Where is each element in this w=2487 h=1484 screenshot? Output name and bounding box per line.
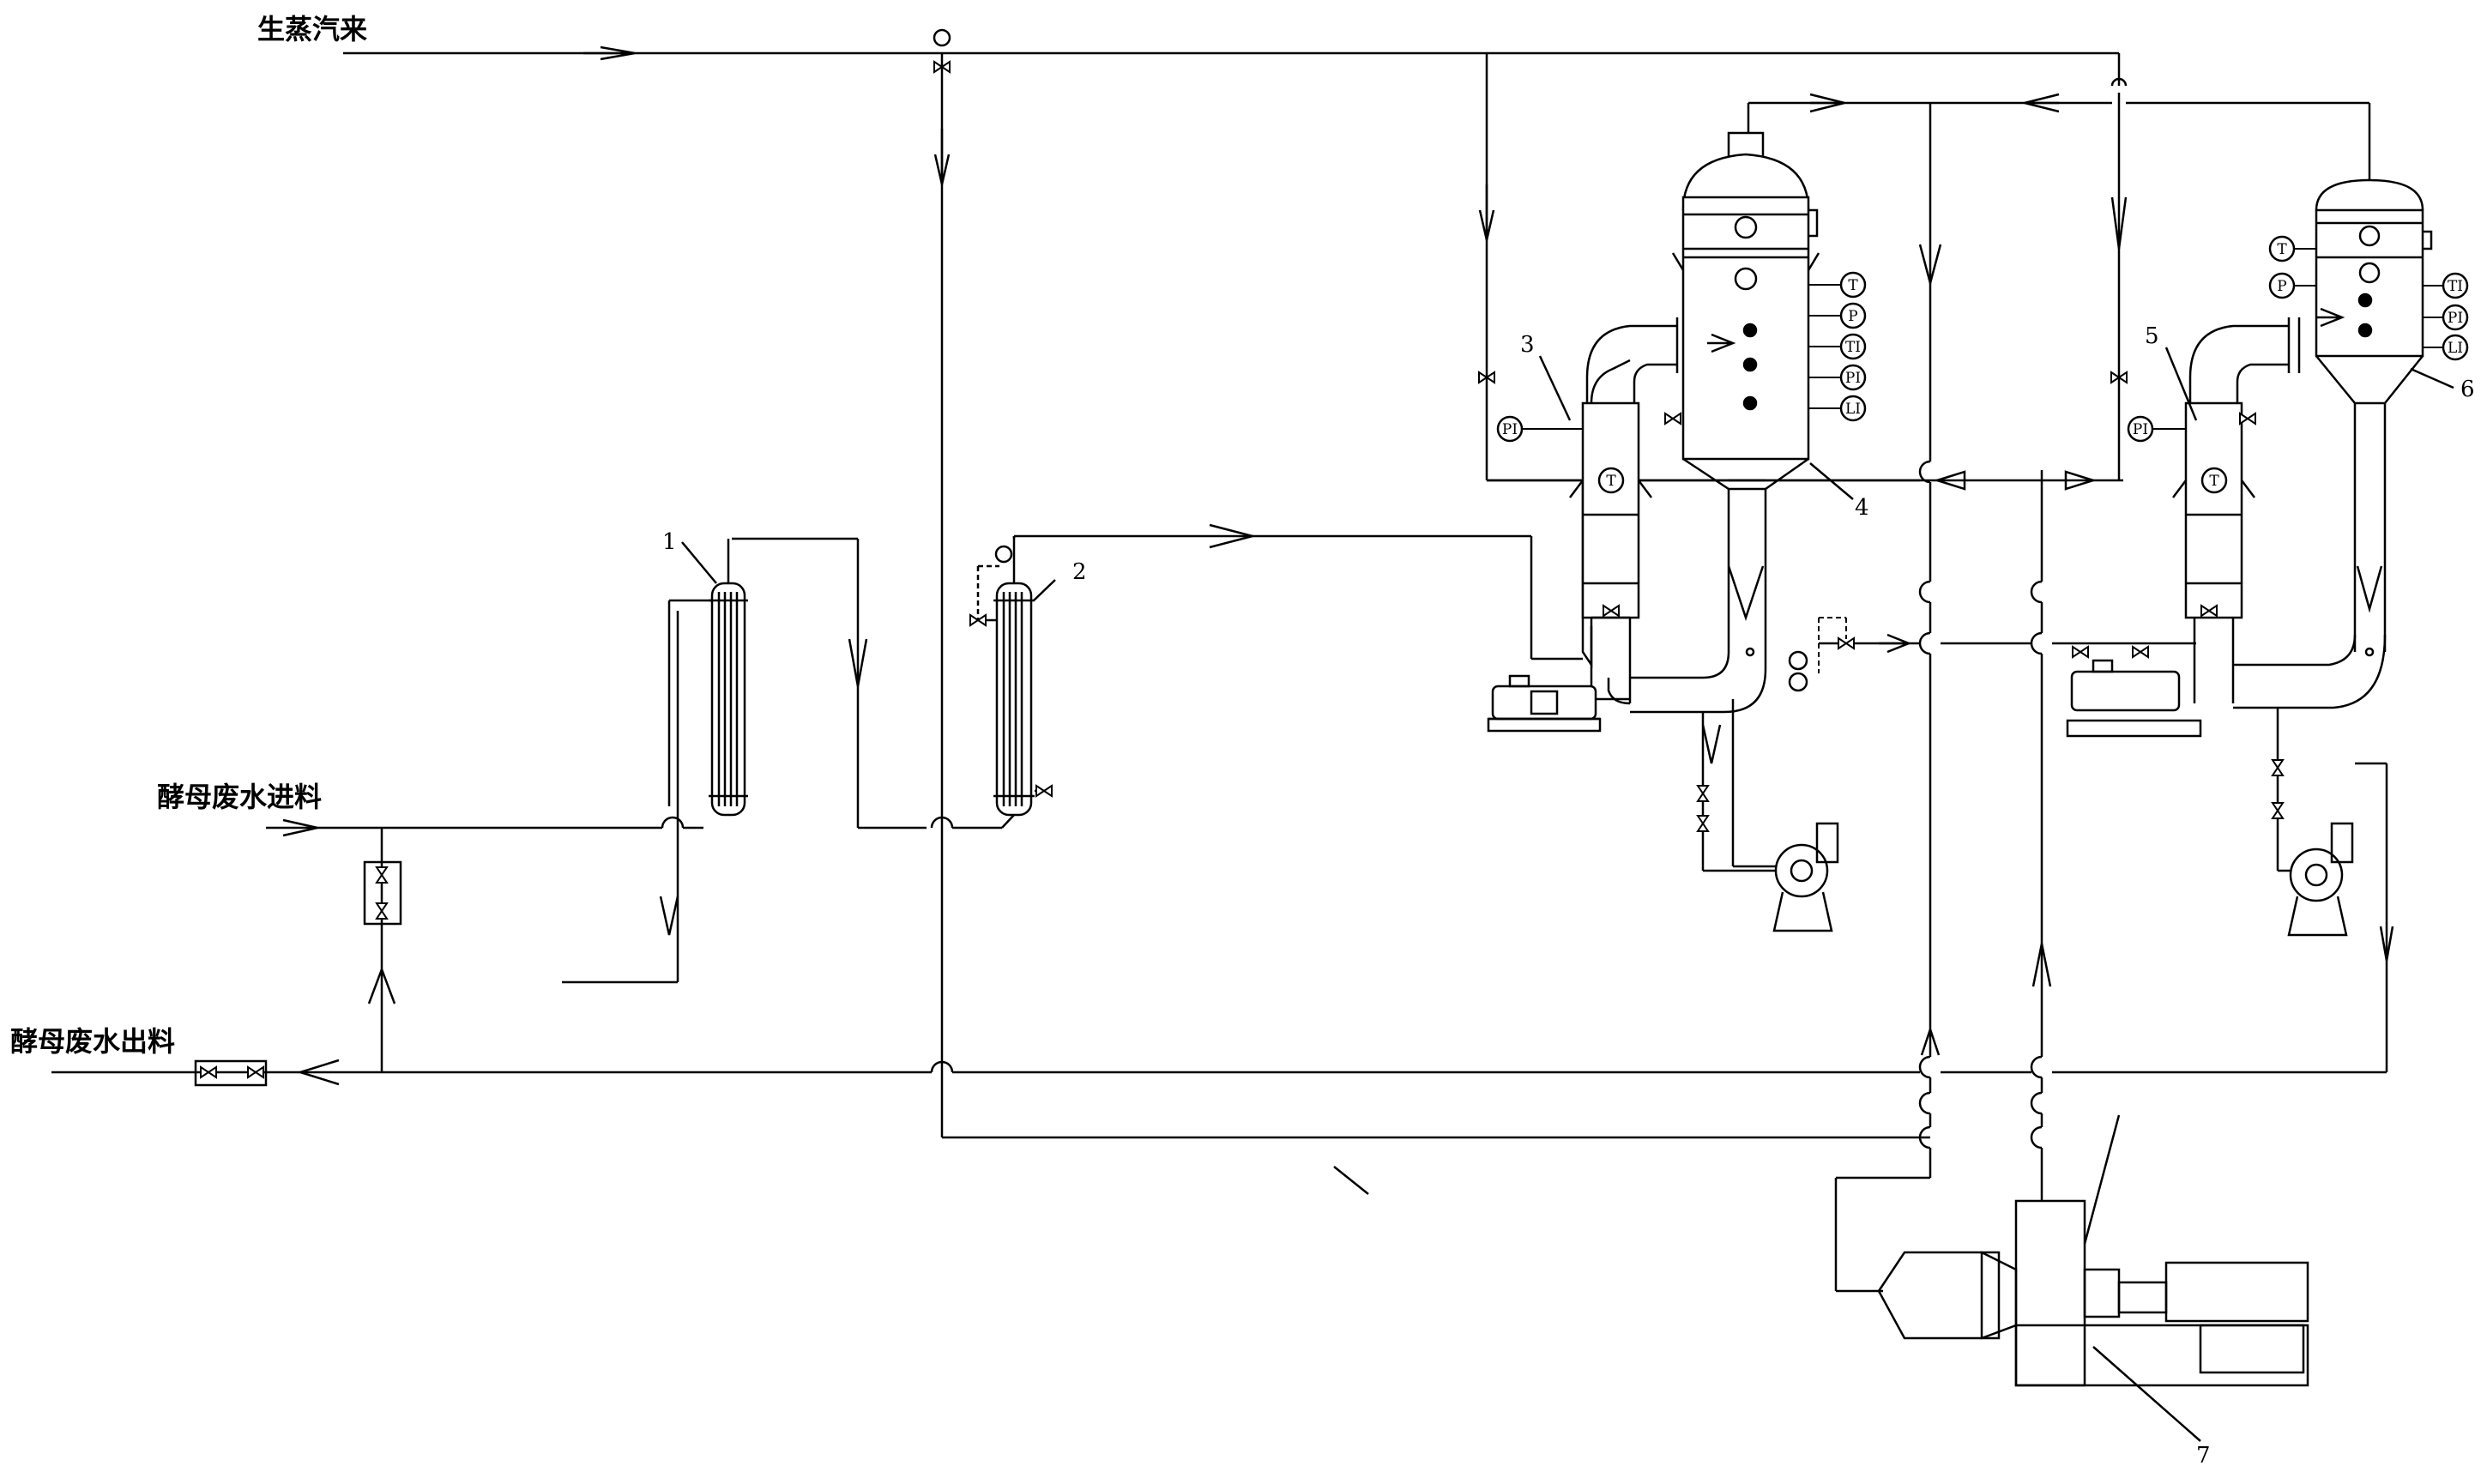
tag-pi-5: PI	[2133, 421, 2148, 438]
heat-exchanger-2	[976, 536, 1051, 829]
tag-t-5: T	[2209, 473, 2219, 490]
tag-li-4: LI	[1845, 401, 1861, 418]
tag-t-4: T	[1848, 277, 1858, 294]
instruments	[933, 28, 2469, 692]
vapor-compressor-7	[1877, 1114, 2309, 1387]
flow-arrows	[282, 45, 2394, 1086]
callout-leaders	[681, 347, 2454, 1442]
tag-t-6: T	[2277, 241, 2287, 258]
evaporator-6	[2233, 178, 2433, 709]
centrifugal-pump-left	[1701, 699, 1839, 932]
tag-pi-6: PI	[2448, 310, 2463, 327]
pipelines	[51, 51, 2388, 1293]
tag-pi-4: PI	[1845, 370, 1861, 387]
callout-1: 1	[662, 529, 677, 555]
separator-5	[2172, 317, 2301, 703]
instrument-leads	[1522, 248, 2443, 673]
separator-3	[1569, 317, 1716, 705]
label-steam-in: 生蒸汽来	[257, 13, 367, 45]
tag-t-3: T	[1606, 473, 1616, 490]
circulation-pump-left	[1487, 674, 1602, 733]
callout-2: 2	[1072, 559, 1087, 585]
label-discharge-out: 酵母废水出料	[10, 1025, 175, 1058]
tag-ti-6: TI	[2448, 278, 2463, 295]
tag-pi-3: PI	[1502, 421, 1518, 438]
callout-6: 6	[2460, 377, 2475, 402]
tag-p-6: P	[2277, 278, 2286, 295]
callout-3: 3	[1520, 332, 1535, 358]
callout-7: 7	[2196, 1443, 2211, 1469]
right-pump-motor	[2066, 659, 2354, 937]
callout-4: 4	[1855, 495, 1869, 521]
instrument-tags: T T P TI PI LI PI PI T T P TI PI LI	[1502, 241, 2463, 490]
tag-li-6: LI	[2448, 340, 2463, 357]
tag-ti-4: TI	[1845, 339, 1861, 356]
evaporator-4	[1630, 131, 1820, 714]
label-feed-in: 酵母废水进料	[157, 781, 322, 813]
heat-exchanger-1	[667, 539, 748, 817]
callout-5: 5	[2145, 323, 2159, 349]
tag-p-4: P	[1848, 308, 1857, 325]
